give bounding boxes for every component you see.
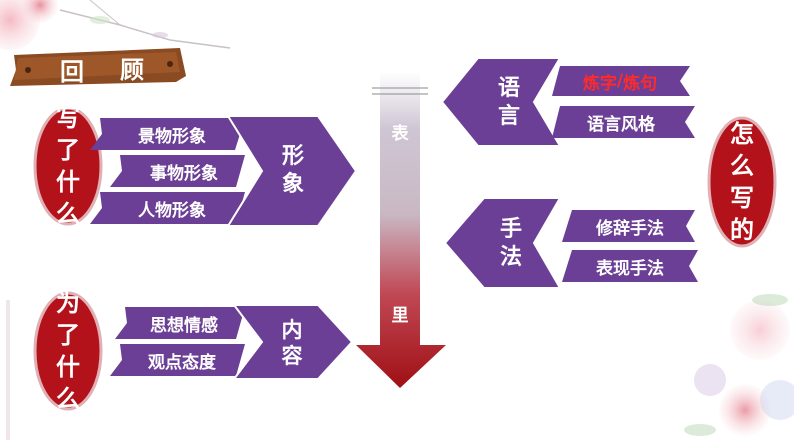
- image-head-label: 形 象: [268, 130, 318, 212]
- what-char-2: 了: [56, 136, 80, 164]
- review-char-2: 顾: [120, 55, 144, 84]
- what-char-4: 么: [56, 200, 80, 228]
- image-head-char-1: 形: [281, 144, 304, 169]
- technique-item-rhetoric: 修辞手法: [596, 218, 664, 239]
- image-item-scenery: 景物形象: [138, 126, 206, 147]
- technique-item-expression: 表现手法: [596, 258, 664, 279]
- how-char-2: 么: [730, 152, 754, 180]
- why-char-1: 为: [56, 289, 80, 317]
- how-char-3: 写: [730, 184, 754, 212]
- review-char-1: 回: [60, 57, 84, 86]
- content-item-viewpoint: 观点态度: [148, 352, 216, 373]
- how-label: 怎 么 写 的: [712, 118, 772, 246]
- refine-sentence-text: 炼句: [623, 73, 658, 94]
- image-head-char-2: 象: [281, 172, 304, 197]
- surface-label: 表: [391, 123, 409, 144]
- what-label: 写 了 什 么: [38, 104, 98, 228]
- why-char-4: 么: [56, 385, 80, 413]
- what-char-3: 什: [56, 168, 80, 196]
- how-char-4: 的: [730, 216, 754, 244]
- content-head-char-1: 内: [281, 318, 303, 342]
- technique-head-label: 手 法: [486, 206, 536, 282]
- language-item-style: 语言风格: [587, 114, 655, 135]
- what-char-1: 写: [56, 104, 80, 132]
- refine-slash-text: /: [616, 71, 624, 91]
- content-head-char-2: 容: [281, 344, 303, 368]
- language-item-refine: 炼字/炼句: [560, 66, 680, 96]
- why-char-2: 了: [56, 321, 80, 349]
- how-char-1: 怎: [730, 120, 754, 148]
- content-head-label: 内 容: [266, 314, 318, 372]
- depth-label: 里: [391, 305, 409, 326]
- language-head-char-2: 言: [497, 104, 520, 129]
- technique-head-char-1: 手: [499, 217, 522, 242]
- why-label: 为 了 什 么: [38, 289, 98, 413]
- language-head-label: 语 言: [484, 64, 534, 142]
- image-item-object: 事物形象: [150, 163, 218, 184]
- why-char-3: 什: [56, 353, 80, 381]
- content-item-emotion: 思想情感: [150, 315, 218, 336]
- refine-word-text: 炼字: [582, 73, 617, 94]
- image-item-character: 人物形象: [138, 200, 206, 221]
- technique-head-char-2: 法: [499, 245, 522, 270]
- language-head-char-1: 语: [497, 76, 520, 101]
